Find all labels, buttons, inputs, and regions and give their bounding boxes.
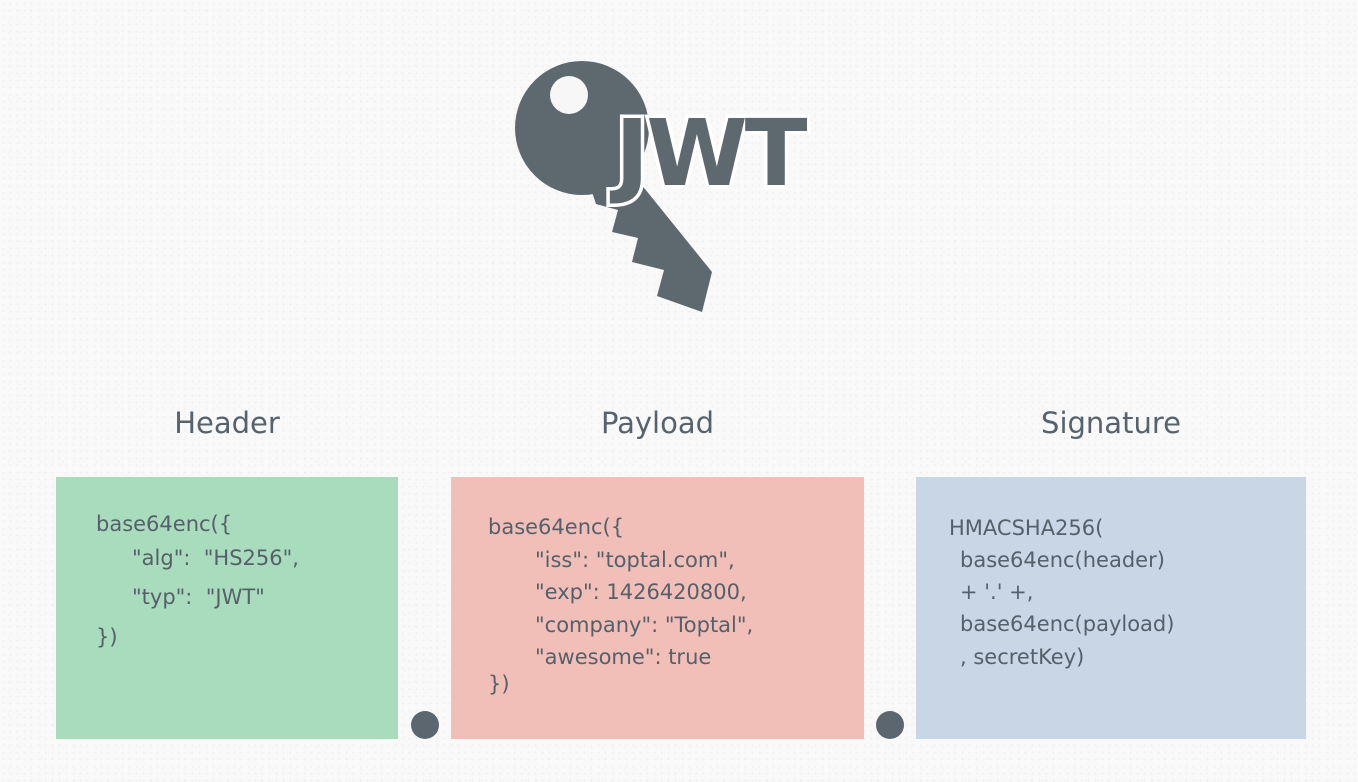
- key-icon: [515, 61, 712, 312]
- signature-code-line: + '.' +,: [960, 580, 1034, 604]
- header-code-line: "alg": "HS256",: [132, 546, 299, 570]
- jwt-logo-text: JWT: [611, 100, 810, 207]
- payload-box: base64enc({ "iss": "toptal.com", "exp": …: [451, 477, 864, 739]
- jwt-key-logo: [515, 61, 712, 312]
- payload-code-line: "exp": 1426420800,: [535, 580, 747, 604]
- header-code-line: base64enc({: [96, 512, 233, 536]
- signature-box: HMACSHA256( base64enc(header) + '.' +, b…: [916, 477, 1306, 739]
- header-code-line: }): [96, 625, 118, 649]
- header-box: base64enc({ "alg": "HS256", "typ": "JWT"…: [56, 477, 398, 739]
- payload-code-line: "awesome": true: [535, 645, 712, 669]
- header-title: Header: [174, 406, 280, 440]
- signature-code-line: base64enc(payload): [960, 612, 1175, 636]
- separator-dot: [876, 711, 904, 739]
- payload-code-line: "iss": "toptal.com",: [535, 548, 735, 572]
- payload-code-line: "company": "Toptal",: [535, 613, 754, 637]
- signature-code-line: , secretKey): [960, 645, 1085, 669]
- header-code-line: "typ": "JWT": [132, 585, 265, 609]
- separator-dot: [411, 711, 439, 739]
- payload-title: Payload: [600, 406, 715, 440]
- signature-code-line: HMACSHA256(: [949, 516, 1104, 540]
- signature-title: Signature: [1041, 406, 1181, 440]
- payload-code-line: }): [488, 672, 510, 696]
- signature-code-line: base64enc(header): [960, 548, 1165, 572]
- payload-code-line: base64enc({: [488, 515, 625, 539]
